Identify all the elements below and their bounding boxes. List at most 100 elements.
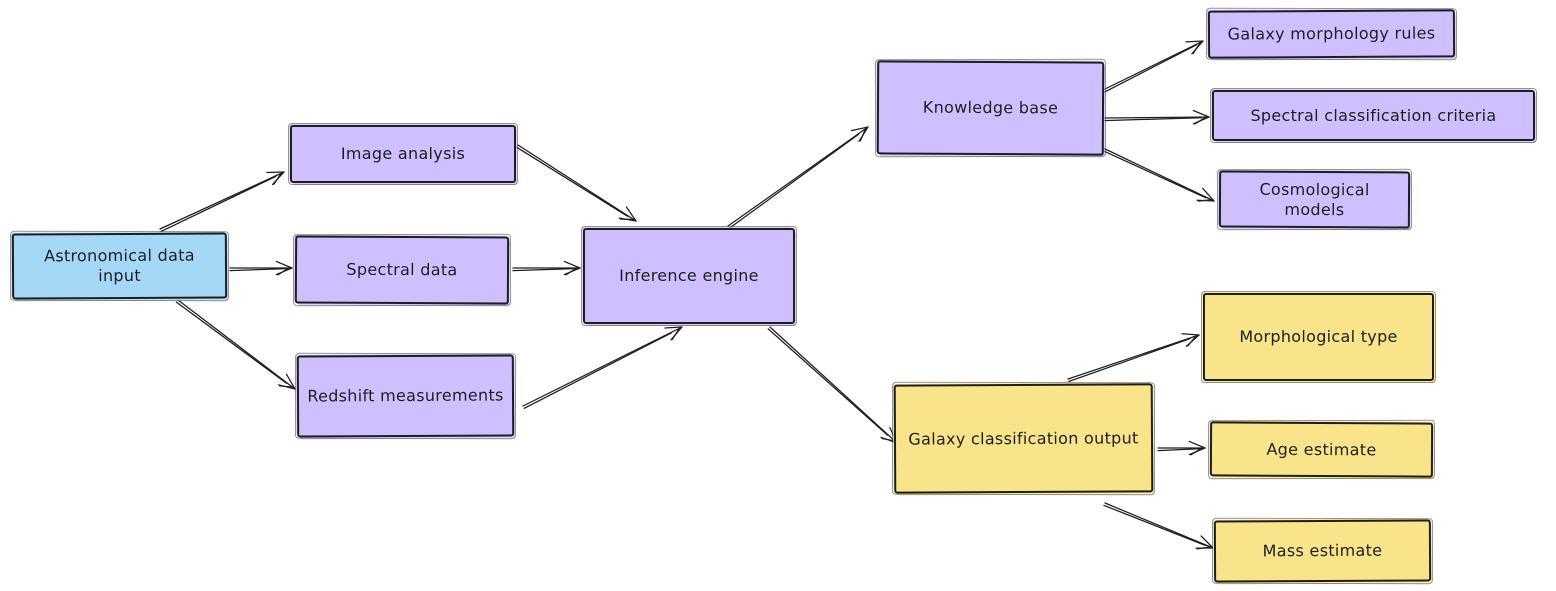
edge-spectral-data-to-inference-engine <box>512 260 581 276</box>
arrow-stroke <box>618 217 637 222</box>
arrow-stroke <box>1202 187 1215 202</box>
arrow-stroke <box>565 267 578 276</box>
node-label-image-analysis: Image analysis <box>340 144 466 163</box>
arrow-stroke <box>881 437 896 442</box>
node-label-spectral-classification-criteria: Spectral classification criteria <box>1250 105 1497 125</box>
arrow-stroke <box>175 301 288 384</box>
edge-astronomical-data-input-to-spectral-data <box>229 260 293 276</box>
arrow-stroke <box>275 267 293 276</box>
node-label-galaxy-classification-output: Galaxy classification output <box>908 427 1139 449</box>
arrow-stroke <box>285 373 296 390</box>
node-galaxy-classification-output[interactable]: Galaxy classification output <box>893 383 1154 494</box>
node-redshift-measurements[interactable]: Redshift measurements <box>296 354 515 438</box>
arrow-stroke <box>229 267 289 272</box>
node-label-morphological-type: Morphological type <box>1239 327 1398 346</box>
arrow-stroke <box>1196 199 1215 202</box>
edge-knowledge-base-to-cosmological-models <box>1099 146 1215 202</box>
arrow-stroke <box>850 126 869 132</box>
edge-redshift-measurements-to-inference-engine <box>522 326 683 409</box>
arrow-stroke <box>664 326 683 329</box>
arrow-stroke <box>1181 333 1200 336</box>
arrow-stroke <box>1102 40 1204 91</box>
edge-inference-engine-to-galaxy-classification-output <box>767 326 898 444</box>
arrow-stroke <box>1103 116 1210 119</box>
arrow-stroke <box>1192 109 1210 118</box>
arrow-stroke <box>1192 41 1201 54</box>
arrow-stroke <box>1191 40 1204 55</box>
arrow-stroke <box>266 171 285 174</box>
node-label-cosmological-models: Cosmological models <box>1259 179 1370 219</box>
arrow-stroke <box>563 267 581 276</box>
arrow-stroke <box>1185 40 1204 43</box>
arrow-stroke <box>177 299 296 390</box>
node-inference-engine[interactable]: Inference engine <box>583 228 795 324</box>
node-age-estimate[interactable]: Age estimate <box>1209 421 1434 478</box>
arrow-stroke <box>1188 447 1206 456</box>
edge-image-analysis-to-inference-engine <box>515 144 637 222</box>
arrow-stroke <box>1188 440 1206 449</box>
arrow-stroke <box>275 260 293 269</box>
node-image-analysis[interactable]: Image analysis <box>290 125 516 183</box>
arrow-stroke <box>522 326 683 407</box>
arrow-stroke <box>1103 504 1206 547</box>
edge-inference-engine-to-knowledge-base <box>727 126 869 229</box>
edge-galaxy-classification-output-to-morphological-type <box>1067 333 1200 383</box>
arrow-stroke <box>670 326 683 341</box>
arrow-stroke <box>728 133 860 229</box>
node-label-mass-estimate: Mass estimate <box>1262 540 1383 561</box>
arrow-stroke <box>858 126 869 143</box>
arrow-stroke <box>767 328 889 436</box>
node-knowledge-base[interactable]: Knowledge base <box>876 60 1105 156</box>
edge-astronomical-data-input-to-image-analysis <box>159 171 285 233</box>
arrow-stroke <box>1185 334 1200 347</box>
arrow-stroke <box>671 327 680 341</box>
arrow-stroke <box>512 267 576 272</box>
arrow-stroke <box>859 128 867 142</box>
node-astronomical-data-input[interactable]: Astronomical data input <box>11 232 228 300</box>
node-label-age-estimate: Age estimate <box>1266 439 1377 459</box>
arrow-stroke <box>1104 502 1214 549</box>
arrow-stroke <box>1197 199 1212 202</box>
node-spectral-classification-criteria[interactable]: Spectral classification criteria <box>1212 90 1535 141</box>
arrow-stroke <box>517 144 637 222</box>
arrow-stroke <box>1100 146 1215 202</box>
node-label-redshift-measurements: Redshift measurements <box>307 385 504 406</box>
arrow-stroke <box>1103 44 1197 93</box>
arrow-stroke <box>563 260 581 269</box>
edge-galaxy-classification-output-to-mass-estimate <box>1103 502 1214 550</box>
arrow-stroke <box>277 267 290 276</box>
node-label-inference-engine: Inference engine <box>619 266 759 285</box>
arrow-stroke <box>279 385 294 388</box>
node-spectral-data[interactable]: Spectral data <box>294 235 510 305</box>
edge-knowledge-base-to-spectral-classification-criteria <box>1103 109 1210 125</box>
arrow-stroke <box>1194 116 1207 125</box>
edge-astronomical-data-input-to-redshift-measurements <box>175 299 296 390</box>
arrow-stroke <box>1157 447 1203 452</box>
node-label-spectral-data: Spectral data <box>346 259 458 280</box>
node-cosmological-models[interactable]: Cosmological models <box>1218 170 1411 229</box>
arrow-stroke <box>1187 335 1197 347</box>
arrow-stroke <box>159 171 285 230</box>
arrow-stroke <box>1068 337 1191 383</box>
arrow-stroke <box>625 206 637 222</box>
edge-galaxy-classification-output-to-age-estimate <box>1157 440 1206 456</box>
arrow-stroke <box>1190 447 1203 456</box>
arrow-stroke <box>727 126 869 227</box>
arrow-stroke <box>1192 116 1210 125</box>
arrow-stroke <box>271 171 285 186</box>
arrow-stroke <box>160 175 277 233</box>
node-label-galaxy-morphology-rules: Galaxy morphology rules <box>1227 23 1436 44</box>
arrow-stroke <box>1067 334 1200 380</box>
arrow-stroke <box>1196 546 1211 550</box>
node-morphological-type[interactable]: Morphological type <box>1203 293 1434 381</box>
node-label-astronomical-data-input: Astronomical data input <box>43 245 195 286</box>
edge-knowledge-base-to-galaxy-morphology-rules <box>1102 40 1204 93</box>
node-galaxy-morphology-rules[interactable]: Galaxy morphology rules <box>1207 9 1456 59</box>
arrow-stroke <box>523 332 672 409</box>
node-mass-estimate[interactable]: Mass estimate <box>1213 519 1432 583</box>
arrow-stroke <box>273 172 282 185</box>
arrow-stroke <box>1200 535 1214 549</box>
arrow-stroke <box>1103 117 1203 122</box>
arrow-stroke <box>1099 148 1207 199</box>
